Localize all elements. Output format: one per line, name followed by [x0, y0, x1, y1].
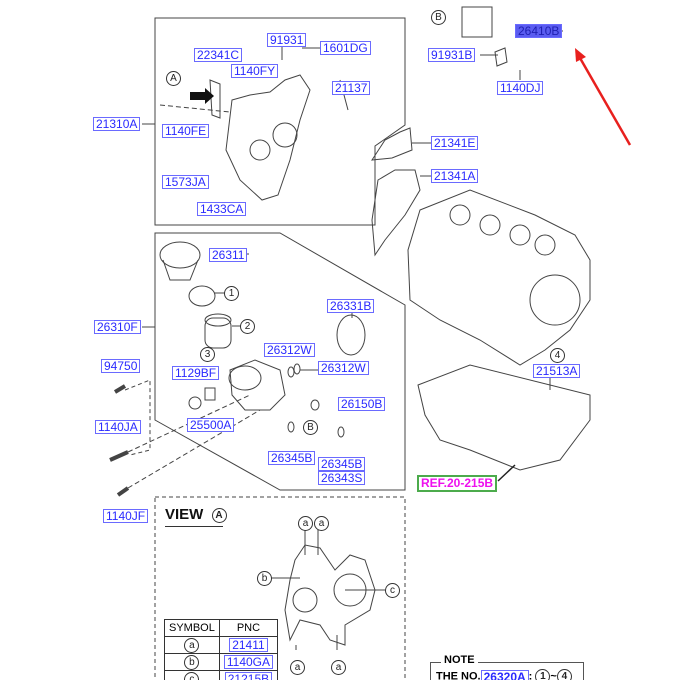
part-94750[interactable]: 94750 [101, 359, 141, 373]
note-to: 4 [556, 669, 572, 680]
note-pnc-link[interactable]: 26320A [480, 669, 529, 680]
red-arrow-icon [578, 57, 632, 146]
part-26310F[interactable]: 26310F [94, 320, 141, 334]
callout-B: B [431, 10, 446, 25]
engine-block [407, 189, 591, 366]
callout-b: b [257, 571, 272, 586]
oil-filter-housing [229, 359, 286, 411]
oil-filter-frame [154, 232, 406, 491]
note-text: THE NO.26320A: 1~4 [436, 669, 572, 680]
o-ring-1 [188, 285, 216, 307]
oil-pan [417, 364, 591, 471]
part-26345B[interactable]: 26345B [268, 451, 316, 465]
pnc-link[interactable]: 21411 [229, 638, 268, 652]
callout-B: B [303, 420, 318, 435]
part-1433CA[interactable]: 1433CA [197, 202, 247, 216]
part-25500A[interactable]: 25500A [187, 418, 235, 432]
view-direction-arrow [190, 88, 214, 104]
part-1140JF[interactable]: 1140JF [103, 509, 149, 523]
table-row: c 21215B [164, 670, 279, 680]
reference-link[interactable]: REF.20-215B [417, 475, 498, 492]
pnc-link[interactable]: 1140GA [223, 655, 274, 669]
part-26311[interactable]: 26311 [209, 248, 248, 262]
part-21513A[interactable]: 21513A [533, 364, 581, 378]
part-26312W[interactable]: 26312W [318, 361, 369, 375]
part-1140JA[interactable]: 1140JA [95, 420, 141, 434]
note-label: THE NO. [436, 670, 481, 680]
part-26150B[interactable]: 26150B [338, 397, 386, 411]
callout-c: c [385, 583, 400, 598]
timing-cover-part [225, 74, 311, 201]
oil-cooler [461, 6, 493, 38]
table-row: b 1140GA [164, 653, 279, 671]
note-from: 1 [535, 669, 551, 680]
part-26331B[interactable]: 26331B [327, 299, 375, 313]
view-title-text: VIEW [165, 506, 204, 523]
callout-a: a [298, 516, 313, 531]
symbol: a [184, 637, 200, 653]
part-1601DG[interactable]: 1601DG [320, 41, 371, 55]
note-box [430, 662, 584, 680]
part-22341C[interactable]: 22341C [194, 48, 243, 62]
view-a-title: VIEW A [165, 506, 227, 527]
part-91931[interactable]: 91931 [267, 33, 307, 47]
symbol: c [184, 671, 200, 680]
pnc-link[interactable]: 21215B [224, 672, 273, 680]
timing-cover-frame [154, 17, 406, 226]
view-a-cover [284, 544, 376, 646]
part-21341A[interactable]: 21341A [431, 169, 479, 183]
seal-26331B [336, 314, 366, 356]
gasket-21341A [371, 169, 421, 257]
part-21310A[interactable]: 21310A [93, 117, 141, 131]
part-21137[interactable]: 21137 [332, 81, 371, 95]
callout-a: a [290, 660, 305, 675]
callout-A: A [166, 71, 181, 86]
note-sep: : [528, 670, 533, 680]
part-26343S[interactable]: 26343S [318, 471, 366, 485]
symbol: b [184, 654, 200, 670]
ref-pointer [497, 464, 516, 482]
callout-1: 1 [224, 286, 239, 301]
part-26410B[interactable]: 26410B [515, 24, 563, 38]
part-1140DJ[interactable]: 1140DJ [497, 81, 544, 95]
part-1129BF[interactable]: 1129BF [172, 366, 220, 380]
table-row: a 21411 [164, 636, 279, 654]
oil-filter-element [204, 317, 232, 349]
part-1140FE[interactable]: 1140FE [162, 124, 210, 138]
callout-a: a [314, 516, 329, 531]
view-marker: A [211, 508, 227, 523]
callout-a: a [331, 660, 346, 675]
note-title: NOTE [441, 654, 478, 666]
part-1140FY[interactable]: 1140FY [231, 64, 279, 78]
note-tilde: ~ [550, 670, 557, 680]
part-91931B[interactable]: 91931B [428, 48, 476, 62]
callout-2: 2 [240, 319, 255, 334]
gasket-21341E [371, 127, 413, 161]
header-symbol: SYMBOL [164, 619, 220, 637]
part-1573JA[interactable]: 1573JA [162, 175, 209, 189]
part-21341E[interactable]: 21341E [431, 136, 479, 150]
part-26312W[interactable]: 26312W [264, 343, 315, 357]
part-26345B[interactable]: 26345B [318, 457, 366, 471]
callout-3: 3 [200, 347, 215, 362]
header-pnc: PNC [218, 619, 279, 637]
callout-4: 4 [550, 348, 565, 363]
oil-filter-cap [159, 241, 201, 269]
view-a-frame [154, 496, 406, 680]
